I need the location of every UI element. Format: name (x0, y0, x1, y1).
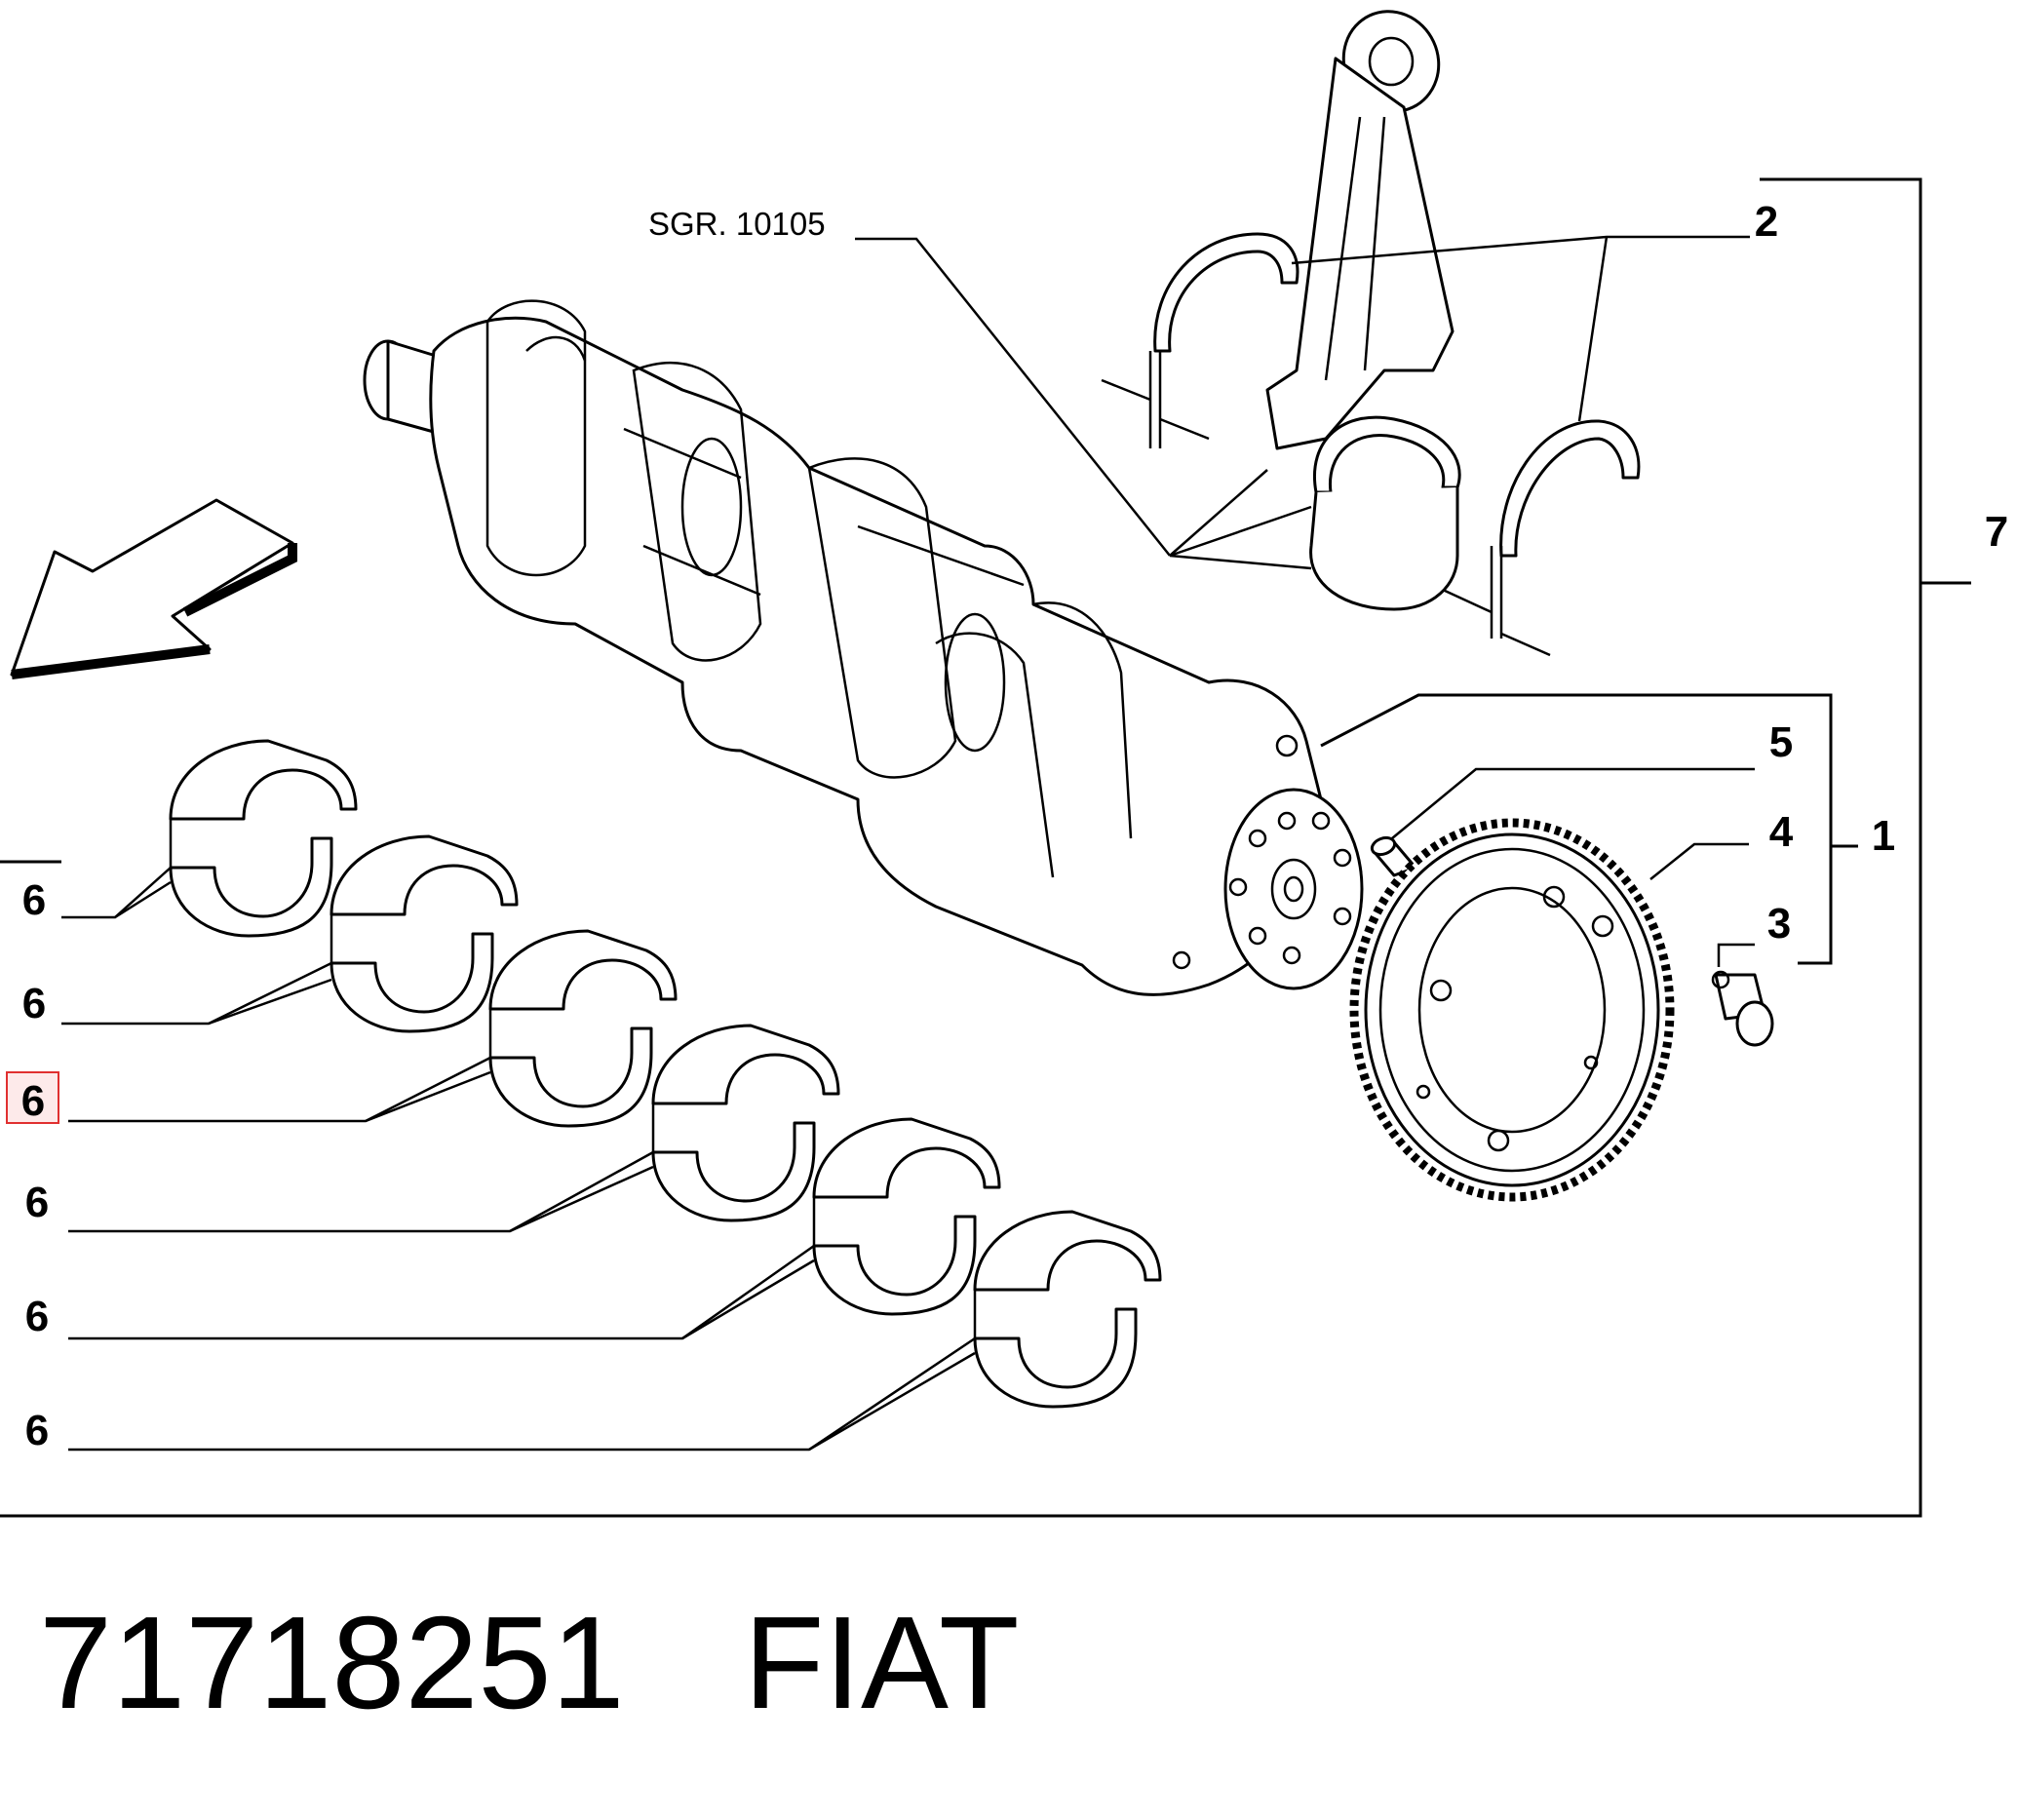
callout-7: 7 (1985, 508, 2008, 556)
dowel-pin (1370, 835, 1417, 877)
connecting-rod (1265, 10, 1455, 450)
callout-5: 5 (1769, 718, 1793, 766)
brand-name: FIAT (744, 1589, 1019, 1736)
dimension-marks (1101, 351, 1551, 657)
callout-6-e: 6 (25, 1293, 49, 1340)
callout-1: 1 (1872, 812, 1895, 860)
highlight-box (6, 1071, 59, 1124)
callout-6-a: 6 (22, 876, 46, 924)
main-bearing-pair-4 (651, 1024, 840, 1222)
callout-6-b: 6 (22, 980, 46, 1027)
thrust-washer-lower (1499, 419, 1641, 558)
main-bearing-pair-6 (973, 1210, 1162, 1409)
callout-6-f: 6 (25, 1407, 49, 1454)
callout-4: 4 (1769, 808, 1794, 856)
main-bearing-pair-1 (169, 739, 358, 938)
reference-label: SGR. 10105 (648, 206, 826, 242)
main-bearing-pair-3 (488, 929, 678, 1128)
part-number: 71718251 (39, 1589, 625, 1736)
leader-lines (61, 235, 1755, 1452)
direction-arrow (10, 498, 297, 679)
crankshaft (363, 299, 1364, 996)
gear-bolt (1711, 970, 1774, 1047)
thrust-washer-upper (1153, 232, 1299, 353)
main-bearing-shells (169, 739, 1162, 1409)
main-bearing-pair-2 (330, 834, 519, 1033)
main-bearing-pair-5 (812, 1117, 1001, 1316)
callout-6-c-highlighted[interactable]: 6 (21, 1077, 45, 1125)
assembly-bracket-7 (0, 177, 1971, 1518)
timing-gear-ring (1349, 818, 1675, 1202)
callout-2: 2 (1755, 198, 1778, 246)
callout-6-d: 6 (25, 1179, 49, 1226)
bracket-1 (1320, 693, 1858, 965)
conrod-bearing-shell-upper (1309, 415, 1461, 611)
callout-3: 3 (1767, 900, 1791, 948)
